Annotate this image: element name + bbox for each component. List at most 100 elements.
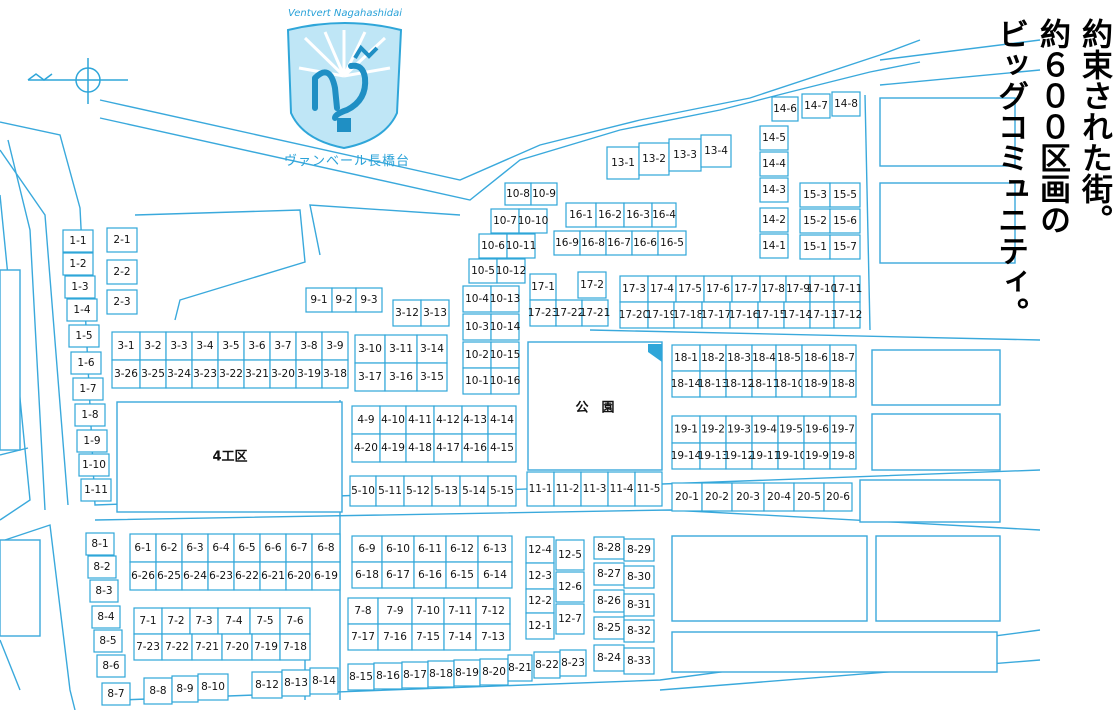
lot-6-13[interactable]: 6-13 — [477, 535, 513, 563]
lot-7-23[interactable]: 7-23 — [133, 633, 163, 661]
lot-16-6[interactable]: 16-6 — [631, 230, 659, 256]
lot-4-14[interactable]: 4-14 — [487, 405, 517, 435]
lot-10-8[interactable]: 10-8 — [504, 182, 532, 206]
lot-4-15[interactable]: 4-15 — [487, 433, 517, 463]
lot-13-4[interactable]: 13-4 — [700, 134, 732, 168]
lot-15-3[interactable]: 15-3 — [799, 182, 831, 208]
lot-3-24[interactable]: 3-24 — [165, 359, 193, 389]
lot-2-3[interactable]: 2-3 — [106, 289, 138, 315]
lot-17-21[interactable]: 17-21 — [580, 299, 611, 327]
lot-7-6[interactable]: 7-6 — [279, 607, 311, 635]
lot-7-17[interactable]: 7-17 — [347, 623, 379, 651]
lot-17-7[interactable]: 17-7 — [731, 275, 761, 303]
lot-8-5[interactable]: 8-5 — [93, 629, 123, 653]
lot-5-15[interactable]: 5-15 — [487, 475, 517, 507]
lot-14-5[interactable]: 14-5 — [759, 125, 789, 151]
lot-8-27[interactable]: 8-27 — [593, 562, 625, 586]
lot-3-7[interactable]: 3-7 — [269, 331, 297, 361]
lot-5-13[interactable]: 5-13 — [431, 475, 461, 507]
lot-10-9[interactable]: 10-9 — [530, 182, 558, 206]
lot-6-18[interactable]: 6-18 — [351, 561, 383, 589]
lot-3-8[interactable]: 3-8 — [295, 331, 323, 361]
lot-17-11[interactable]: 17-11 — [832, 275, 863, 303]
lot-10-11[interactable]: 10-11 — [506, 233, 537, 259]
lot-20-2[interactable]: 20-2 — [701, 482, 733, 512]
lot-16-8[interactable]: 16-8 — [579, 230, 607, 256]
lot-3-21[interactable]: 3-21 — [243, 359, 271, 389]
lot-7-12[interactable]: 7-12 — [475, 597, 511, 625]
lot-17-22[interactable]: 17-22 — [554, 299, 585, 327]
lot-12-1[interactable]: 12-1 — [525, 612, 555, 640]
lot-4-16[interactable]: 4-16 — [461, 433, 489, 463]
lot-3-3[interactable]: 3-3 — [165, 331, 193, 361]
lot-7-3[interactable]: 7-3 — [189, 607, 219, 635]
lot-8-28[interactable]: 8-28 — [593, 536, 625, 560]
lot-8-7[interactable]: 8-7 — [101, 682, 131, 706]
lot-6-26[interactable]: 6-26 — [129, 561, 157, 591]
lot-8-8[interactable]: 8-8 — [143, 677, 173, 705]
lot-10-6[interactable]: 10-6 — [478, 233, 508, 259]
lot-6-24[interactable]: 6-24 — [181, 561, 209, 591]
lot-18-7[interactable]: 18-7 — [829, 344, 857, 372]
lot-7-4[interactable]: 7-4 — [217, 607, 251, 635]
lot-12-7[interactable]: 12-7 — [555, 603, 585, 635]
lot-18-14[interactable]: 18-14 — [671, 370, 702, 398]
lot-18-10[interactable]: 18-10 — [774, 370, 805, 398]
lot-4-20[interactable]: 4-20 — [351, 433, 381, 463]
lot-1-2[interactable]: 1-2 — [62, 252, 94, 276]
lot-9-1[interactable]: 9-1 — [305, 287, 333, 313]
lot-17-1[interactable]: 17-1 — [529, 273, 557, 301]
lot-19-3[interactable]: 19-3 — [725, 415, 753, 444]
lot-1-6[interactable]: 1-6 — [70, 351, 102, 375]
lot-6-8[interactable]: 6-8 — [311, 533, 341, 563]
lot-20-5[interactable]: 20-5 — [793, 482, 825, 512]
lot-3-12[interactable]: 3-12 — [392, 299, 422, 327]
lot-10-4[interactable]: 10-4 — [462, 285, 492, 313]
lot-16-3[interactable]: 16-3 — [623, 202, 653, 228]
lot-14-1[interactable]: 14-1 — [759, 233, 789, 259]
lot-19-6[interactable]: 19-6 — [803, 415, 831, 444]
lot-10-2[interactable]: 10-2 — [462, 341, 492, 369]
lot-6-20[interactable]: 6-20 — [285, 561, 313, 591]
lot-15-1[interactable]: 15-1 — [799, 234, 831, 260]
lot-8-21[interactable]: 8-21 — [507, 654, 533, 682]
lot-3-11[interactable]: 3-11 — [384, 334, 418, 364]
lot-17-3[interactable]: 17-3 — [619, 275, 649, 303]
lot-8-10[interactable]: 8-10 — [197, 673, 229, 701]
lot-4-13[interactable]: 4-13 — [461, 405, 489, 435]
lot-5-10[interactable]: 5-10 — [349, 475, 377, 507]
lot-6-14[interactable]: 6-14 — [477, 561, 513, 589]
lot-3-6[interactable]: 3-6 — [243, 331, 271, 361]
lot-12-3[interactable]: 12-3 — [525, 562, 555, 590]
lot-6-4[interactable]: 6-4 — [207, 533, 235, 563]
lot-3-5[interactable]: 3-5 — [217, 331, 245, 361]
lot-16-9[interactable]: 16-9 — [553, 230, 581, 256]
lot-19-14[interactable]: 19-14 — [671, 442, 702, 470]
lot-3-15[interactable]: 3-15 — [416, 362, 448, 392]
lot-3-25[interactable]: 3-25 — [139, 359, 167, 389]
lot-6-1[interactable]: 6-1 — [129, 533, 157, 563]
lot-18-11[interactable]: 18-11 — [749, 370, 780, 398]
lot-8-29[interactable]: 8-29 — [623, 538, 655, 562]
lot-8-20[interactable]: 8-20 — [479, 658, 509, 686]
lot-7-1[interactable]: 7-1 — [133, 607, 163, 635]
lot-19-1[interactable]: 19-1 — [671, 415, 701, 444]
lot-18-3[interactable]: 18-3 — [725, 344, 753, 372]
lot-12-2[interactable]: 12-2 — [525, 588, 555, 614]
lot-15-2[interactable]: 15-2 — [799, 208, 831, 234]
lot-1-5[interactable]: 1-5 — [68, 324, 100, 348]
lot-3-20[interactable]: 3-20 — [269, 359, 297, 389]
lot-7-19[interactable]: 7-19 — [251, 633, 281, 661]
lot-5-14[interactable]: 5-14 — [459, 475, 489, 507]
lot-7-22[interactable]: 7-22 — [161, 633, 193, 661]
lot-2-2[interactable]: 2-2 — [106, 259, 138, 285]
lot-8-25[interactable]: 8-25 — [593, 616, 625, 640]
lot-10-7[interactable]: 10-7 — [490, 208, 520, 234]
lot-1-3[interactable]: 1-3 — [64, 275, 96, 299]
lot-11-4[interactable]: 11-4 — [607, 471, 636, 507]
lot-8-6[interactable]: 8-6 — [96, 654, 126, 678]
lot-8-32[interactable]: 8-32 — [623, 619, 655, 643]
lot-17-5[interactable]: 17-5 — [675, 275, 705, 303]
lot-7-21[interactable]: 7-21 — [191, 633, 223, 661]
lot-3-9[interactable]: 3-9 — [321, 331, 349, 361]
